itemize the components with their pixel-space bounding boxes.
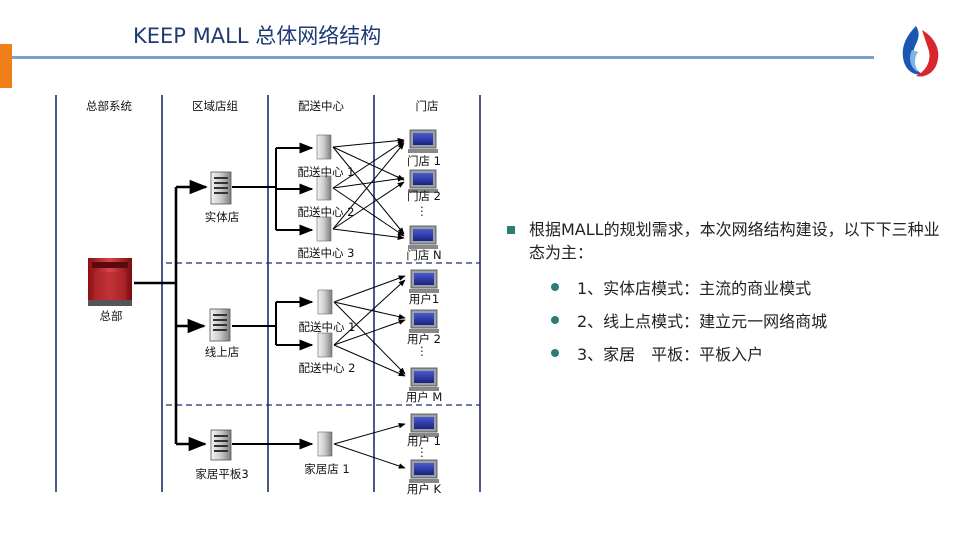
list-item-text: 2、线上点模式：建立元一网络商城 [577, 311, 828, 331]
list-item: 2、线上点模式：建立元一网络商城 [551, 303, 945, 336]
section-dividers [166, 262, 480, 406]
terminal-label: 用户 M [406, 390, 443, 404]
list-item-text: 1、实体店模式：主流的商业模式 [577, 278, 812, 298]
square-bullet-icon [507, 226, 515, 234]
terminal-label: 用户 1 [407, 434, 441, 448]
title-divider [12, 56, 874, 59]
terminal-label: 门店 1 [407, 154, 441, 168]
region-links [232, 142, 314, 450]
accent-bar [0, 44, 12, 88]
main-bullet-text: 根据MALL的规划需求，本次网络结构建设，以下下三种业态为主： [529, 220, 940, 262]
list-item: 3、家居 平板：平板入户 [551, 336, 945, 369]
store-label: 线上店 [205, 345, 240, 359]
server-icon [210, 429, 232, 461]
description-panel: 根据MALL的规划需求，本次网络结构建设，以下下三种业态为主： 1、实体店模式：… [505, 218, 945, 369]
round-bullet-icon [551, 348, 559, 357]
distribution-center-label: 配送中心 1 [299, 320, 356, 334]
store-label: 家居平板3 [195, 467, 248, 481]
computer-icons [408, 129, 439, 483]
distribution-center-label: 家居店 1 [304, 462, 349, 476]
hq-label: 总部 [100, 309, 123, 323]
ellipsis-label: ⋮ [416, 344, 428, 358]
server-icon [209, 308, 231, 342]
list-item-text: 3、家居 平板：平板入户 [577, 344, 764, 364]
distribution-center-label: 配送中心 2 [298, 205, 355, 219]
brand-logo-icon [902, 26, 939, 77]
terminal-label: 用户 2 [407, 332, 441, 346]
terminal-label: 用户 K [407, 482, 442, 496]
column-header-region: 区域店组 [192, 99, 238, 113]
column-header-hq: 总部系统 [86, 99, 132, 113]
terminal-label: 门店 2 [407, 189, 441, 203]
main-bullet: 根据MALL的规划需求，本次网络结构建设，以下下三种业态为主： [505, 218, 945, 264]
hq-trunk [134, 179, 208, 452]
ellipsis-label: ⋮ [416, 204, 428, 218]
server-icon [210, 171, 232, 205]
store-label: 实体店 [205, 210, 240, 224]
terminal-label: 门店 N [406, 248, 441, 262]
sub-bullet-list: 1、实体店模式：主流的商业模式 2、线上点模式：建立元一网络商城 3、家居 平板… [505, 270, 945, 369]
column-header-stores: 门店 [416, 99, 439, 113]
fanout-links [332, 137, 406, 469]
round-bullet-icon [551, 315, 559, 324]
slide-title: KEEP MALL 总体网络结构 [133, 24, 382, 48]
ellipsis-label: ⋮ [416, 445, 428, 459]
column-header-distribution: 配送中心 [298, 99, 344, 113]
distribution-servers [316, 134, 333, 457]
round-bullet-icon [551, 282, 559, 291]
distribution-center-label: 配送中心 3 [298, 246, 355, 260]
terminal-label: 用户1 [409, 292, 439, 306]
distribution-center-label: 配送中心 2 [299, 361, 356, 375]
distribution-center-label: 配送中心 1 [298, 165, 355, 179]
mainframe-icon [88, 258, 132, 306]
list-item: 1、实体店模式：主流的商业模式 [551, 270, 945, 303]
